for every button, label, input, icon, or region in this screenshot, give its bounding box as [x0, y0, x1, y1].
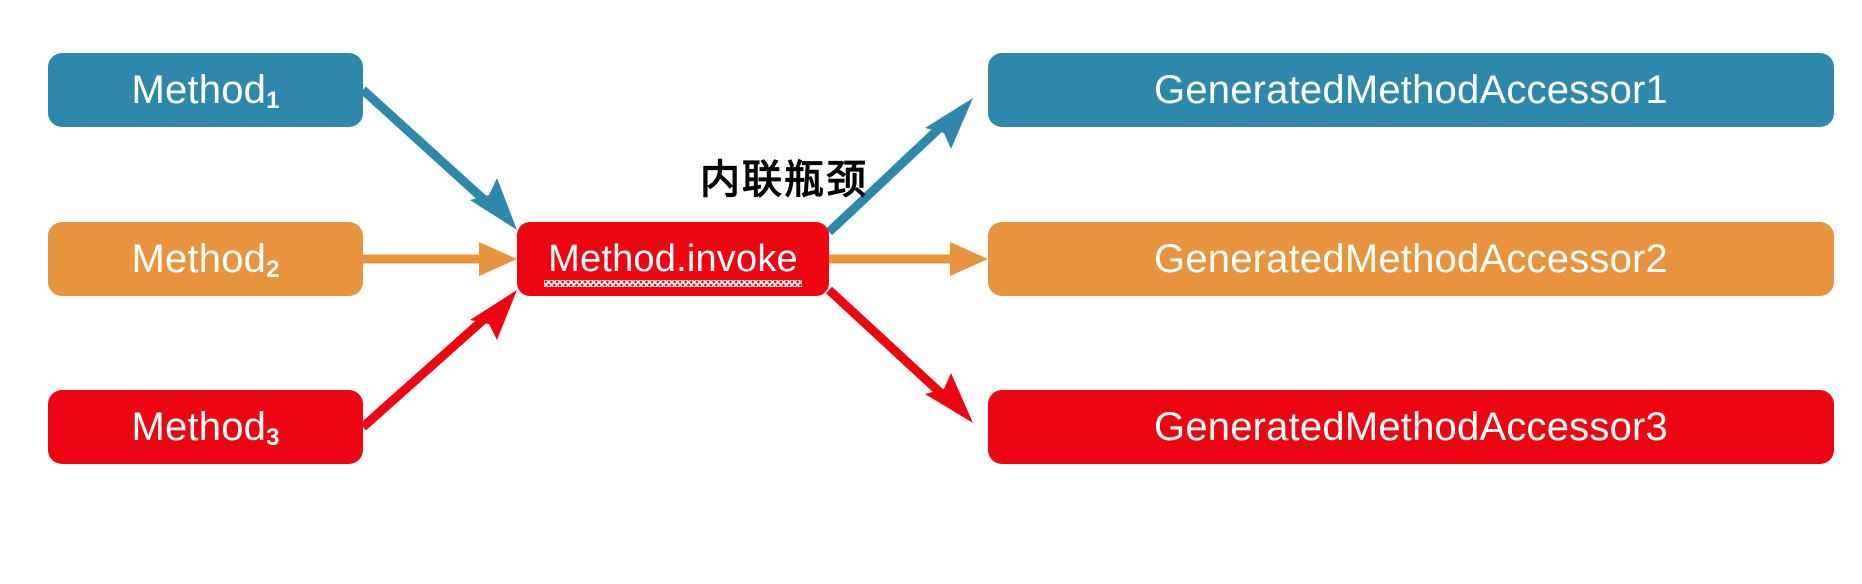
bottleneck-caption: 内联瓶颈: [700, 157, 868, 203]
node-method-1-subscript: 1: [266, 87, 280, 115]
edge-invoke-to-accessor2: [829, 242, 988, 276]
edge-invoke-to-accessor3: [825, 286, 973, 423]
node-method-2[interactable]: Method2: [48, 222, 363, 296]
node-generated-method-accessor-1[interactable]: GeneratedMethodAccessor1: [988, 53, 1834, 127]
node-method-1-label: Method1: [131, 68, 280, 115]
node-generated-method-accessor-1-label: GeneratedMethodAccessor1: [1154, 68, 1668, 112]
edge-method3-to-invoke: [360, 290, 517, 431]
node-method-3-subscript: 3: [266, 424, 280, 452]
node-generated-method-accessor-3-label: GeneratedMethodAccessor3: [1154, 405, 1668, 449]
node-method-2-subscript: 2: [266, 256, 280, 284]
node-method-3-label: Method3: [131, 405, 280, 452]
node-method-1[interactable]: Method1: [48, 53, 363, 127]
node-method-invoke[interactable]: Method.invoke: [517, 222, 829, 296]
node-generated-method-accessor-2-label: GeneratedMethodAccessor2: [1154, 237, 1668, 281]
edge-method2-to-invoke: [363, 242, 517, 276]
node-method-2-label: Method2: [131, 237, 280, 284]
node-generated-method-accessor-3[interactable]: GeneratedMethodAccessor3: [988, 390, 1834, 464]
node-method-invoke-label: Method.invoke: [544, 238, 802, 287]
edge-method1-to-invoke: [359, 86, 517, 230]
node-method-3[interactable]: Method3: [48, 390, 363, 464]
node-generated-method-accessor-2[interactable]: GeneratedMethodAccessor2: [988, 222, 1834, 296]
